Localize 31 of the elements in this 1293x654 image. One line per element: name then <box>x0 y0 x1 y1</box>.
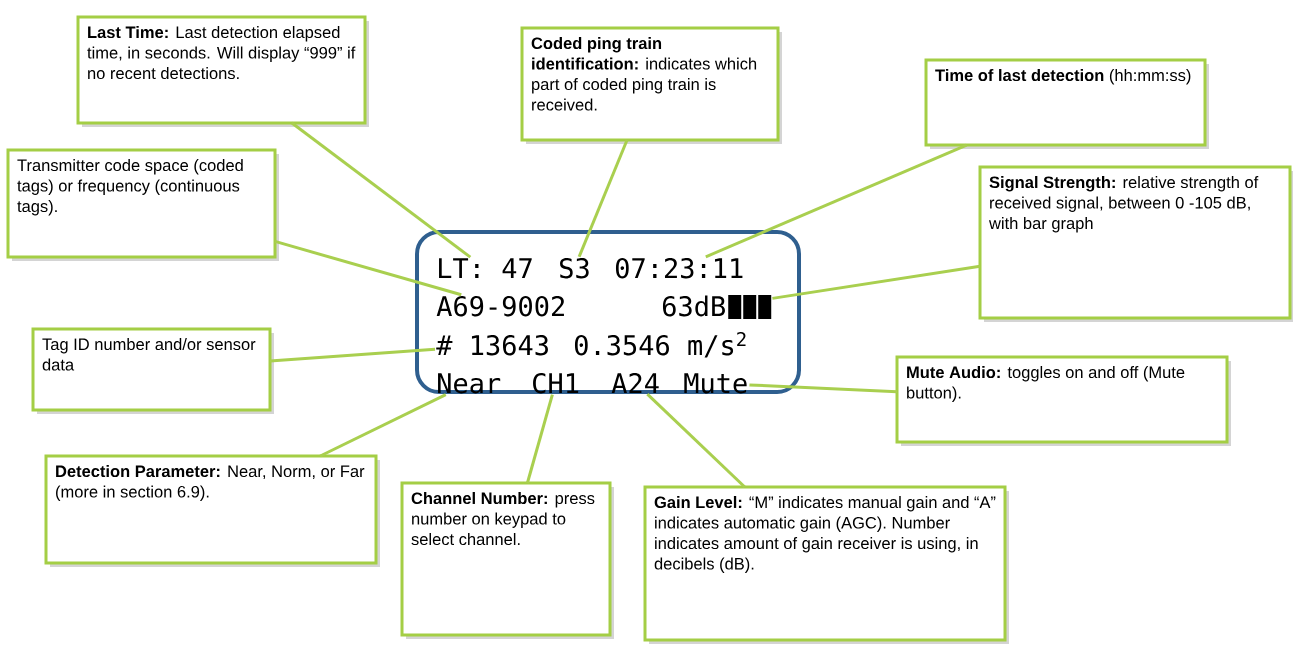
display-reading: # 13643 <box>436 334 548 356</box>
display-screen <box>415 230 801 394</box>
callout-box: Last Time: Last detection elapsed time, in seconds. Will display “999” if no recent detections. <box>76 15 369 127</box>
display-reading: A69-9002 <box>436 295 564 317</box>
callout-box: Signal Strength: relative strength of received signal, between 0 -105 dB, with bar graph <box>978 165 1293 322</box>
leader-line <box>577 139 629 258</box>
callout-box: Gain Level: “M” indicates manual gain and “A” indicates automatic gain (AGC). Number indicates amount of gain receiver is using, in decibels (dB). <box>643 485 1009 644</box>
leader-line <box>772 264 981 300</box>
leader-line <box>274 240 462 297</box>
leader-line <box>749 383 898 394</box>
callout-box: Detection Parameter: Near, Norm, or Far (more in section 6.9). <box>44 454 380 567</box>
callout-box: Tag ID number and/or sensor data <box>31 327 274 414</box>
callout-box: Time of last detection (hh:mm:ss) <box>924 58 1209 149</box>
leader-line <box>525 394 554 484</box>
callout-box: Coded ping train identification: indicates which part of coded ping train is received. <box>520 26 782 144</box>
leader-line <box>291 121 472 259</box>
display-reading: 63dB <box>662 295 772 319</box>
leader-line <box>705 143 968 259</box>
display-reading: CH1 <box>533 372 579 394</box>
leader-line <box>319 393 447 458</box>
display-reading: LT: 47 <box>439 258 532 278</box>
display-reading: 0.3546 m/s$^{2}$ <box>574 331 746 358</box>
callout-box: Mute Audio: toggles on and off (Mute button). <box>895 355 1231 446</box>
callout-box: Channel Number: press number on keypad to select channel. <box>400 481 614 639</box>
leader-line <box>646 393 746 489</box>
display-reading: A24 <box>611 372 659 393</box>
display-reading: S3 <box>560 257 589 279</box>
display-reading: Mute <box>684 373 747 394</box>
display-reading: Near <box>438 373 501 394</box>
display-reading: 07:23:11 <box>615 257 743 279</box>
callout-box: Transmitter code space (coded tags) or frequency (continuous tags). <box>6 148 279 261</box>
